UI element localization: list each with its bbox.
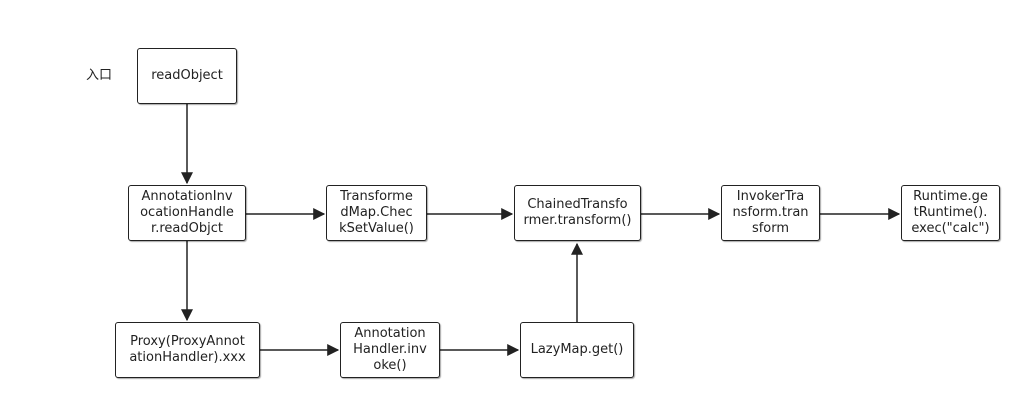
node-transformed-map-line-1: Transforme (340, 189, 413, 204)
node-annotation-handler-invoke-line-3: oke() (373, 358, 407, 373)
node-proxy[interactable]: Proxy(ProxyAnnot ationHandler).xxx (115, 322, 260, 378)
node-invoker-transformer-line-1: InvokerTra (736, 189, 805, 204)
node-invoker-transformer-line-3: sform (751, 221, 790, 236)
node-runtime-exec-line-3: exec("calc") (911, 221, 990, 236)
node-chained-transformer-line-2: rmer.transform() (523, 213, 632, 228)
entry-label: 入口 (86, 68, 113, 83)
node-transformed-map-line-2: dMap.Chec (340, 205, 413, 220)
node-annotation-handler-invoke-line-2: Handler.inv (353, 342, 427, 357)
node-annotation-invocation-handler-line-1: AnnotationInv (141, 189, 233, 204)
node-proxy-line-1: Proxy(ProxyAnnot (130, 334, 245, 349)
node-annotation-invocation-handler-line-2: ocationHandle (140, 205, 234, 220)
node-chained-transformer[interactable]: ChainedTransfo rmer.transform() (514, 185, 641, 241)
node-lazymap-get[interactable]: LazyMap.get() (520, 322, 634, 378)
node-read-object-line-1: readObject (151, 68, 223, 83)
node-invoker-transformer[interactable]: InvokerTra nsform.tran sform (721, 185, 820, 241)
node-lazymap-get-line-1: LazyMap.get() (530, 342, 624, 357)
node-read-object[interactable]: readObject (137, 48, 237, 104)
node-runtime-exec-line-2: tRuntime(). (913, 205, 988, 220)
node-annotation-invocation-handler[interactable]: AnnotationInv ocationHandle r.readObjct (128, 185, 246, 241)
node-proxy-line-2: ationHandler).xxx (129, 350, 246, 365)
node-annotation-handler-invoke[interactable]: Annotation Handler.inv oke() (340, 322, 440, 378)
node-chained-transformer-line-1: ChainedTransfo (527, 197, 628, 212)
node-annotation-handler-invoke-line-1: Annotation (354, 326, 426, 341)
node-runtime-exec-line-1: Runtime.ge (913, 189, 988, 204)
node-invoker-transformer-line-2: nsform.tran (732, 205, 809, 220)
node-annotation-invocation-handler-line-3: r.readObjct (151, 221, 223, 236)
node-transformed-map[interactable]: Transforme dMap.Chec kSetValue() (326, 185, 427, 241)
node-runtime-exec[interactable]: Runtime.ge tRuntime(). exec("calc") (901, 185, 1000, 241)
node-transformed-map-line-3: kSetValue() (339, 221, 414, 236)
